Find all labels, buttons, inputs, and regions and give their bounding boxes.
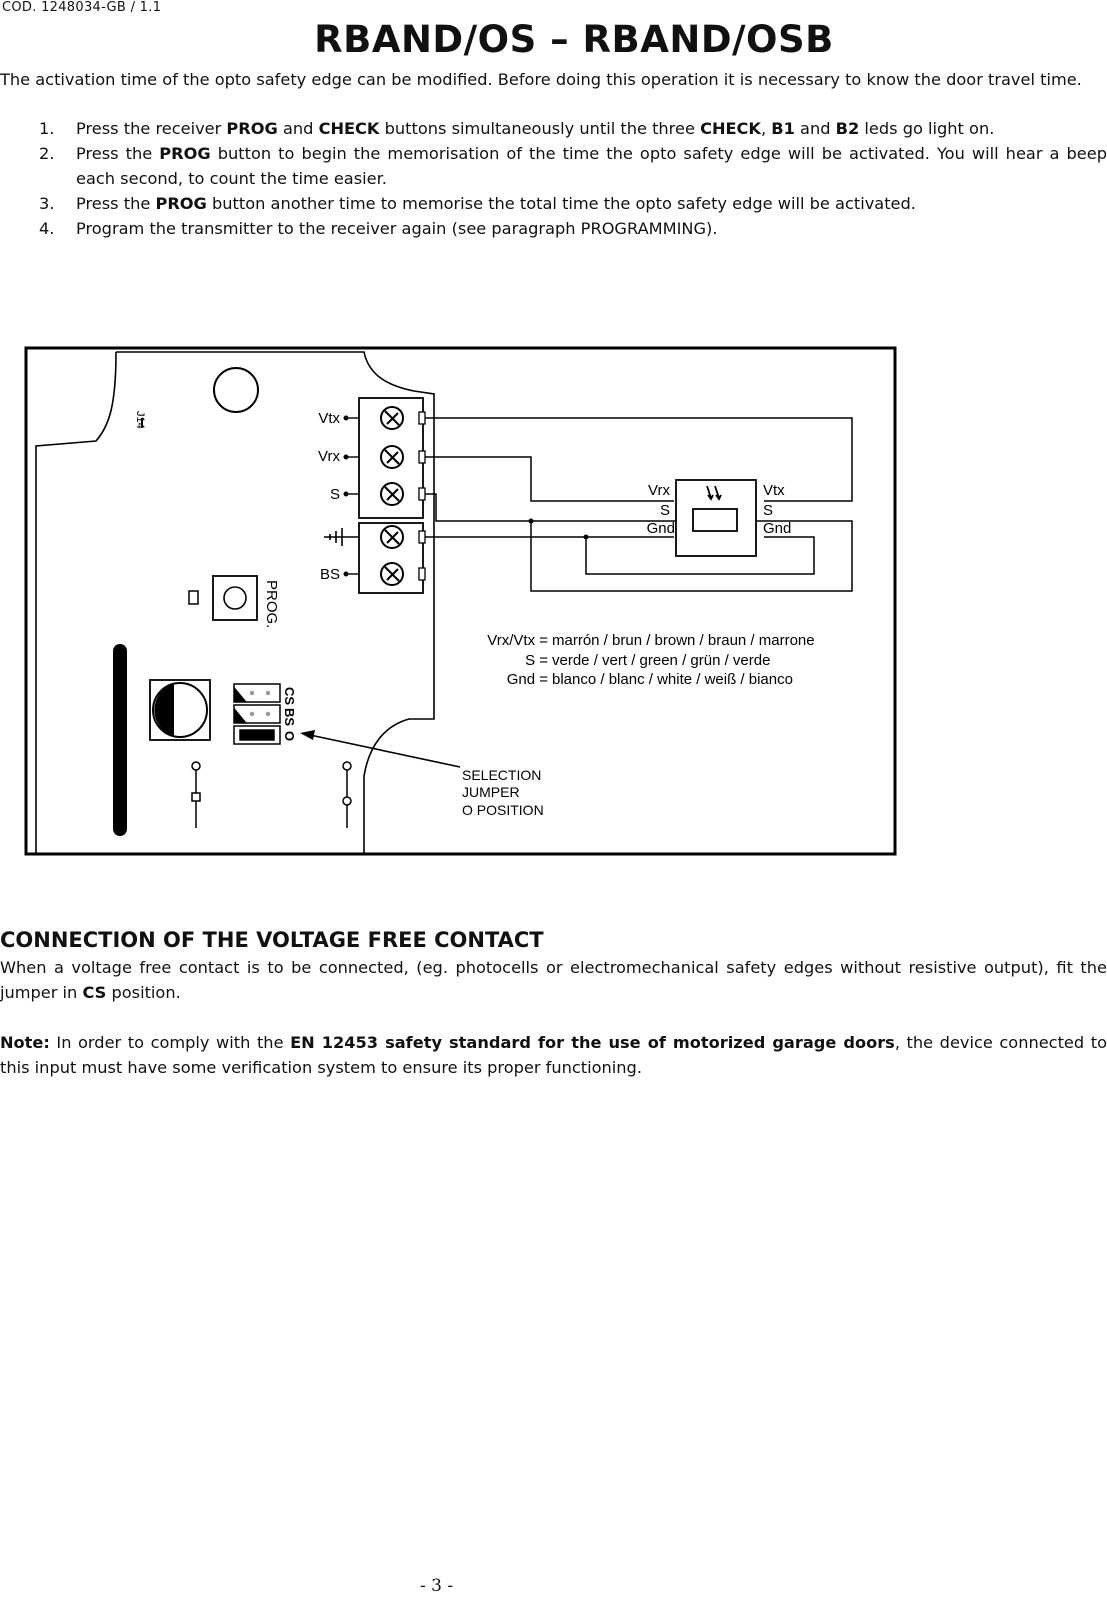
prog-label: PROG. bbox=[263, 580, 280, 628]
step-number: 2. bbox=[39, 144, 55, 163]
step-number: 4. bbox=[39, 219, 55, 238]
svg-text:Vrx/Vtx =: Vrx/Vtx = bbox=[487, 632, 548, 649]
svg-text:verde / vert / green / grün /: verde / vert / green / grün / verde bbox=[552, 652, 770, 669]
jumper-block bbox=[233, 683, 281, 745]
terminal-screws bbox=[380, 406, 404, 586]
terminal-label-s: S bbox=[330, 486, 340, 503]
callout-arrowhead bbox=[300, 730, 315, 740]
step-2: 2. Press the PROG button to begin the me… bbox=[0, 141, 1107, 191]
svg-text:Gnd: Gnd bbox=[647, 520, 675, 537]
antenna bbox=[113, 644, 127, 836]
intro-paragraph: The activation time of the opto safety e… bbox=[0, 70, 1082, 89]
step-text: Press the PROG button to begin the memor… bbox=[76, 144, 1107, 188]
svg-text:blanco / blanc / white / weiß: blanco / blanc / white / weiß / bianco bbox=[552, 671, 793, 688]
board-outline bbox=[35, 351, 435, 854]
section-heading: CONNECTION OF THE VOLTAGE FREE CONTACT bbox=[0, 928, 544, 952]
jumper-labels: CS BS O bbox=[282, 687, 297, 741]
ground-symbol bbox=[324, 528, 359, 546]
prog-button bbox=[212, 575, 258, 621]
step-text: Program the transmitter to the receiver … bbox=[76, 219, 718, 238]
svg-text:CS: CS bbox=[282, 687, 297, 705]
light-arrows-icon bbox=[706, 485, 722, 501]
prog-led bbox=[188, 590, 199, 605]
step-4: 4. Program the transmitter to the receiv… bbox=[0, 216, 1107, 241]
page-number: - 3 - bbox=[420, 1576, 454, 1596]
page-title: RBAND/OS – RBAND/OSB bbox=[314, 18, 834, 61]
step-text: Press the receiver PROG and CHECK button… bbox=[76, 119, 995, 138]
sensor-labels-left: Vrx S Gnd bbox=[647, 482, 675, 537]
step-1: 1. Press the receiver PROG and CHECK but… bbox=[0, 116, 1107, 141]
svg-text:JUMPER: JUMPER bbox=[462, 784, 520, 800]
opto-sensor-element bbox=[692, 508, 738, 532]
section-paragraph: When a voltage free contact is to be con… bbox=[0, 958, 1107, 1002]
buzzer-shade bbox=[154, 684, 174, 736]
step-number: 1. bbox=[39, 119, 55, 138]
svg-text:marrón / brun / brown / braun: marrón / brun / brown / braun / marrone bbox=[552, 632, 815, 649]
sensor-labels-right: Vtx S Gnd bbox=[763, 482, 791, 537]
svg-text:SELECTION: SELECTION bbox=[462, 767, 541, 783]
terminal-label-leads bbox=[343, 415, 359, 577]
document-code: COD. 1248034-GB / 1.1 bbox=[2, 0, 162, 15]
diagram-frame bbox=[24, 346, 897, 856]
svg-text:Gnd =: Gnd = bbox=[507, 671, 549, 688]
wiring-diagram: J14 Vtx Vrx S BS bbox=[24, 346, 897, 856]
svg-text:O POSITION: O POSITION bbox=[462, 802, 544, 818]
terminal-label-bs: BS bbox=[320, 566, 340, 583]
step-number: 3. bbox=[39, 194, 55, 213]
wire-junction bbox=[528, 518, 534, 524]
instruction-steps: 1. Press the receiver PROG and CHECK but… bbox=[0, 116, 1107, 241]
svg-text:Gnd: Gnd bbox=[763, 520, 791, 537]
svg-text:O: O bbox=[282, 731, 297, 741]
svg-text:S: S bbox=[660, 502, 670, 519]
svg-text:S: S bbox=[763, 502, 773, 519]
svg-text:S =: S = bbox=[525, 652, 548, 669]
prog-button-knob bbox=[223, 586, 247, 610]
svg-text:Vtx: Vtx bbox=[763, 482, 785, 499]
test-points bbox=[191, 761, 352, 828]
step-text: Press the PROG button another time to me… bbox=[76, 194, 916, 213]
callout-arrow bbox=[309, 734, 461, 768]
callout-text: SELECTION JUMPER O POSITION bbox=[462, 767, 544, 818]
color-legend: Vrx/Vtx = S = Gnd = marrón / brun / brow… bbox=[487, 632, 814, 688]
terminal-label-vtx: Vtx bbox=[318, 410, 340, 427]
svg-text:BS: BS bbox=[282, 708, 297, 726]
step-3: 3. Press the PROG button another time to… bbox=[0, 191, 1107, 216]
wires bbox=[425, 417, 853, 592]
wire-junction bbox=[583, 534, 589, 540]
terminal-label-vrx: Vrx bbox=[318, 448, 340, 465]
svg-text:Vrx: Vrx bbox=[648, 482, 670, 499]
terminal-labels: Vtx Vrx S BS bbox=[318, 410, 340, 583]
mounting-hole bbox=[213, 367, 259, 413]
board-label: J14 bbox=[134, 411, 146, 429]
note-paragraph: Note: In order to comply with the EN 124… bbox=[0, 1033, 1107, 1077]
